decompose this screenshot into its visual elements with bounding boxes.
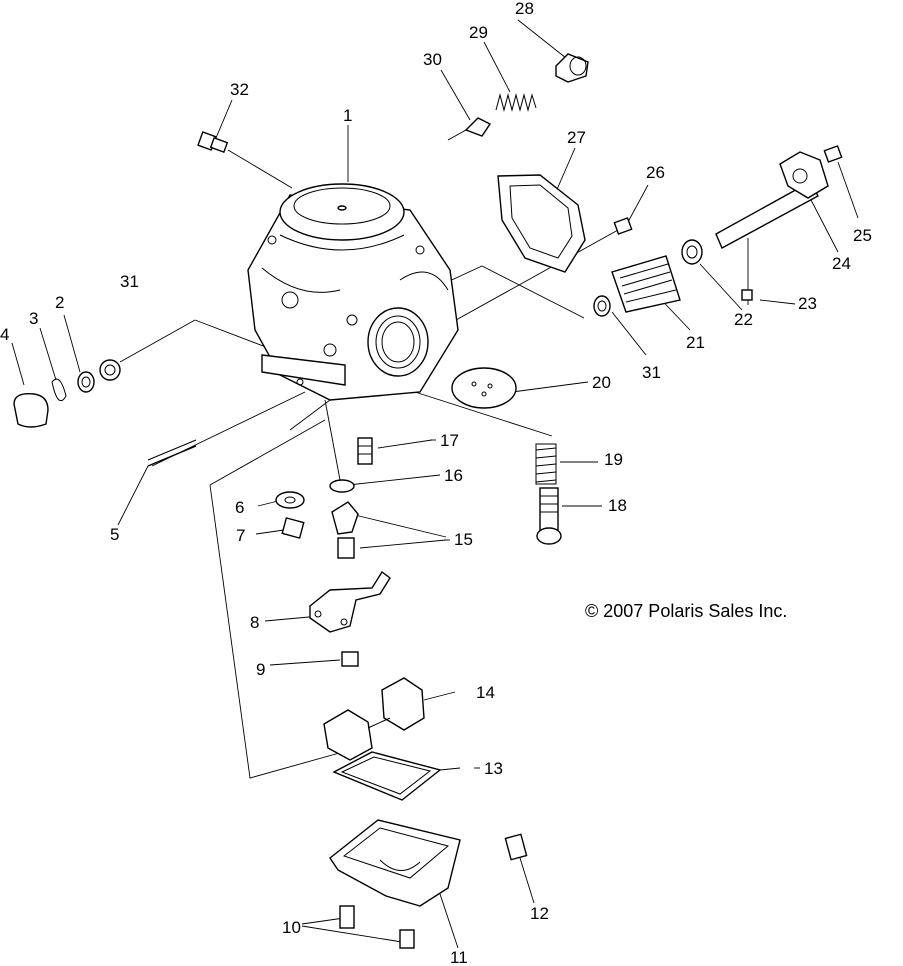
part-4-cap xyxy=(13,393,49,428)
callout-31b: 31 xyxy=(642,363,661,382)
callout-23: 23 xyxy=(798,294,817,313)
part-22-washer xyxy=(681,239,703,265)
callout-31a: 31 xyxy=(120,272,139,291)
part-13-gasket xyxy=(332,751,442,801)
callout-25: 25 xyxy=(853,226,872,245)
callout-22: 22 xyxy=(734,310,753,329)
part-16-oring xyxy=(329,479,355,493)
part-23-screw xyxy=(741,289,753,301)
callout-14: 14 xyxy=(476,683,495,702)
callout-labels: 1 2 3 4 5 6 7 8 9 10 11 12 13 14 15 16 1… xyxy=(0,0,872,966)
callout-21: 21 xyxy=(686,333,705,352)
part-20-disc xyxy=(451,367,517,409)
callout-6: 6 xyxy=(235,498,244,517)
callout-3: 3 xyxy=(29,309,38,328)
part-2-washer xyxy=(77,371,95,393)
part-9-screw xyxy=(341,651,359,667)
part-26-screw xyxy=(613,217,633,235)
part-28-nut xyxy=(555,53,589,83)
callout-12: 12 xyxy=(530,904,549,923)
callout-5: 5 xyxy=(110,525,119,544)
callout-27: 27 xyxy=(567,128,586,147)
callout-11: 11 xyxy=(450,948,468,966)
callout-15: 15 xyxy=(454,530,473,549)
part-30-needle xyxy=(447,117,492,141)
part-27-gasket xyxy=(497,174,586,273)
callout-13: 13 xyxy=(484,759,503,778)
callout-28: 28 xyxy=(515,0,534,18)
part-21-spring xyxy=(611,255,681,313)
callout-1: 1 xyxy=(343,106,352,125)
part-8-bracket xyxy=(309,570,391,633)
callout-8: 8 xyxy=(250,613,259,632)
part-32-screw xyxy=(197,131,229,153)
part-3-clip xyxy=(51,378,67,402)
callout-2: 2 xyxy=(55,293,64,312)
callout-19: 19 xyxy=(604,450,623,469)
part-31a-washer xyxy=(99,359,121,381)
part-12-screw xyxy=(504,833,528,861)
copyright-notice: © 2007 Polaris Sales Inc. xyxy=(585,601,787,621)
callout-32: 32 xyxy=(230,80,249,99)
callout-16: 16 xyxy=(444,466,463,485)
carburetor-body xyxy=(247,183,459,401)
leader-lines xyxy=(11,19,859,949)
part-7-screw xyxy=(281,517,305,539)
part-5-screw xyxy=(147,439,197,467)
part-25-screw xyxy=(823,145,843,163)
part-6-gasket xyxy=(275,491,305,509)
callout-dashes xyxy=(430,439,480,769)
part-17-jet xyxy=(357,437,373,465)
part-18-screw xyxy=(536,487,562,545)
part-24-shaft xyxy=(715,151,829,249)
callout-20: 20 xyxy=(592,373,611,392)
callout-9: 9 xyxy=(256,660,265,679)
callout-4: 4 xyxy=(0,325,9,344)
callout-7: 7 xyxy=(236,526,245,545)
part-29-spring xyxy=(495,93,537,112)
part-14-floats xyxy=(323,677,425,761)
callout-30: 30 xyxy=(423,50,442,69)
callout-29: 29 xyxy=(469,23,488,42)
callout-26: 26 xyxy=(646,163,665,182)
part-15-jets xyxy=(331,501,359,559)
part-10-screws xyxy=(339,905,415,949)
part-11-bowl xyxy=(329,819,461,907)
callout-24: 24 xyxy=(832,254,851,273)
part-31b-washer xyxy=(593,295,611,317)
callout-17: 17 xyxy=(440,431,459,450)
callout-18: 18 xyxy=(608,496,627,515)
part-19-spring xyxy=(535,443,557,485)
callout-10: 10 xyxy=(282,918,301,937)
